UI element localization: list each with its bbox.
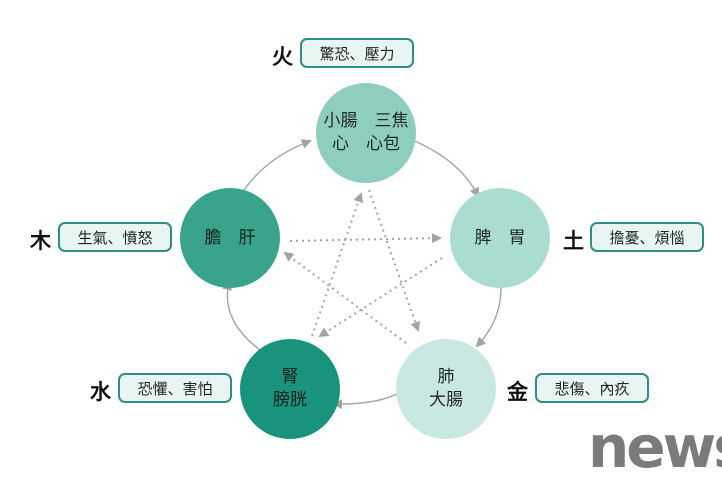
wood-emotion-text: 生氣、憤怒 xyxy=(77,228,153,247)
water-organs-line1: 腎 xyxy=(281,367,299,387)
controlling-cycle xyxy=(283,189,443,344)
earth-organs-line1: 脾 胃 xyxy=(474,227,526,248)
fire-organs-line2: 心 心包 xyxy=(332,134,400,154)
fire-circle: 小腸 三焦 心 心包 xyxy=(316,83,416,183)
metal-organs-line2: 大腸 xyxy=(429,390,463,410)
arc-metal-to-water xyxy=(332,389,406,410)
wood-organs-line1: 膽 肝 xyxy=(204,227,256,248)
wood-circle: 膽 肝 xyxy=(180,188,280,288)
fire-organs-line1: 小腸 三焦 xyxy=(323,111,409,131)
arc-water-to-wood xyxy=(222,280,261,351)
earth-emotion-box: 擔憂、煩惱 xyxy=(590,222,704,252)
wood-element-label: 木 xyxy=(30,229,51,253)
water-organs-line2: 膀胱 xyxy=(273,390,307,410)
star-metal-to-wood xyxy=(283,251,407,344)
metal-emotion-box: 悲傷、內疚 xyxy=(535,373,649,403)
news-logo: news xyxy=(588,413,722,481)
star-wood-to-earth xyxy=(289,233,442,244)
fire-element-label: 火 xyxy=(272,45,293,69)
earth-emotion-text: 擔憂、煩惱 xyxy=(609,228,685,247)
water-element-label: 水 xyxy=(90,380,111,404)
star-water-to-fire xyxy=(311,192,364,337)
water-emotion-text: 恐懼、害怕 xyxy=(137,379,213,398)
earth-element-label: 土 xyxy=(563,229,584,253)
metal-organs-line1: 肺 xyxy=(437,367,455,387)
water-circle: 腎 膀胱 xyxy=(240,339,340,439)
wood-emotion-box: 生氣、憤怒 xyxy=(58,222,172,252)
arc-fire-to-earth xyxy=(411,139,479,198)
star-fire-to-metal xyxy=(368,189,421,332)
star-earth-to-water xyxy=(318,257,443,338)
fire-emotion-text: 驚恐、壓力 xyxy=(319,44,395,63)
metal-element-label: 金 xyxy=(507,380,528,404)
fire-emotion-box: 驚恐、壓力 xyxy=(300,38,414,68)
water-emotion-box: 恐懼、害怕 xyxy=(118,373,232,403)
metal-circle: 肺 大腸 xyxy=(396,339,496,439)
earth-circle: 脾 胃 xyxy=(450,188,550,288)
metal-emotion-text: 悲傷、內疚 xyxy=(554,379,630,398)
